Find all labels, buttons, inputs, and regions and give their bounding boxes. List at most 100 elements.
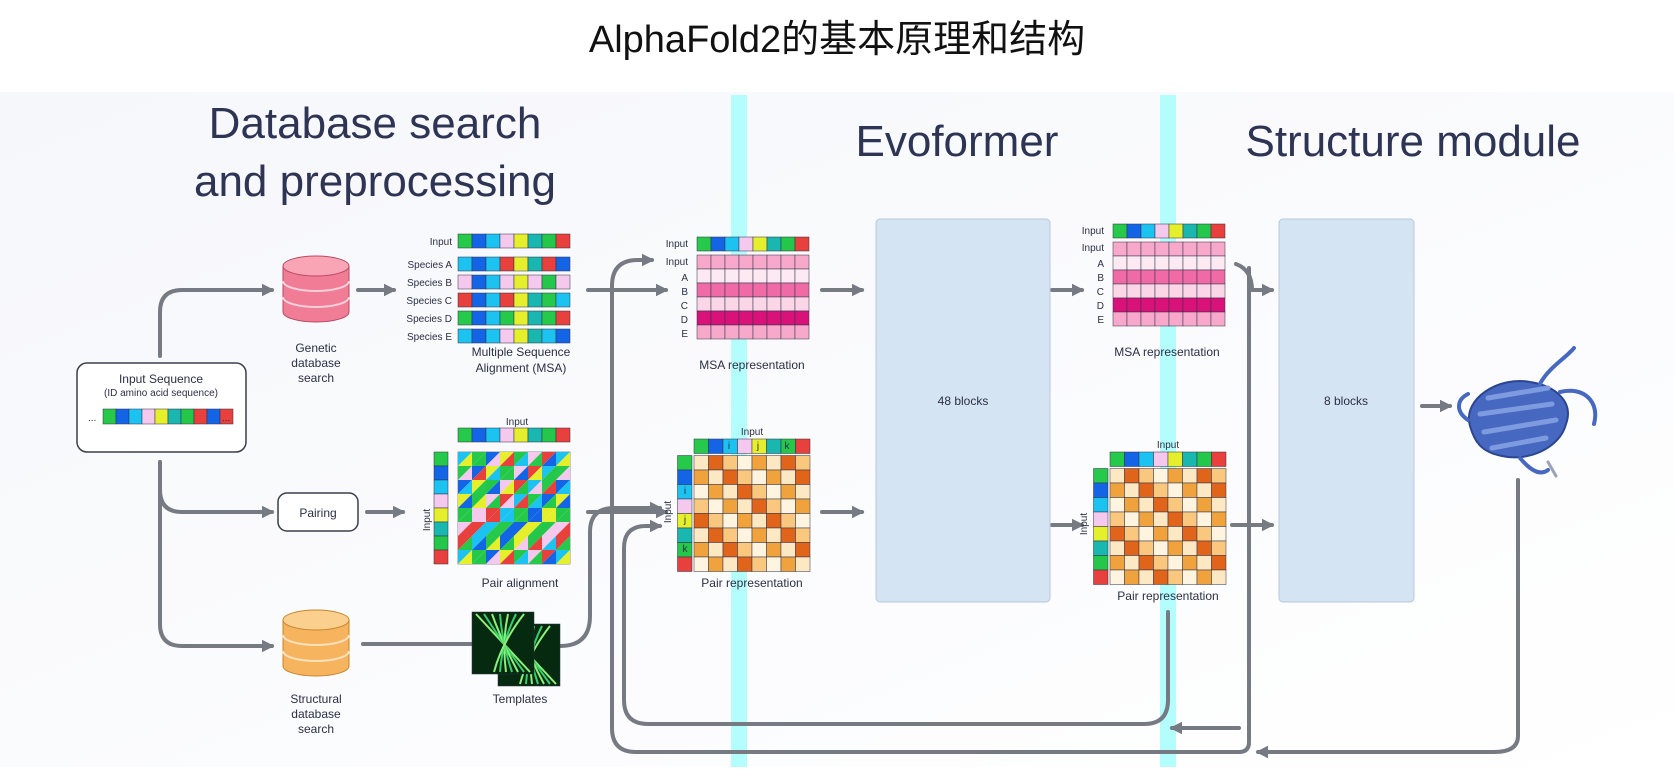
pair-repr-cell [1138, 482, 1154, 498]
pair-repr-cell [722, 527, 738, 543]
pair-repr-cell [1182, 468, 1198, 484]
pair-repr-cell [1211, 468, 1227, 484]
pair-repr-cell [1167, 482, 1183, 498]
pair-alignment-triangle [528, 452, 542, 466]
pair-repr-cell [1211, 569, 1227, 585]
structure-module-block [1278, 218, 1415, 603]
pair-alignment-triangle [486, 536, 500, 550]
pairing-box [277, 492, 359, 532]
pair-alignment-side-cell [433, 479, 449, 495]
msa-species-cell [527, 274, 543, 290]
msa-repr-cell [724, 254, 740, 270]
pair-repr-cell [737, 513, 753, 529]
pair-alignment-triangle [514, 508, 528, 522]
pair-repr-cell [795, 513, 811, 529]
pair-alignment-triangle [472, 466, 486, 480]
pair-alignment-triangle [556, 452, 570, 466]
msa-repr-input-cell [738, 236, 754, 252]
msa-species-cell [485, 256, 501, 272]
msa-repr-caption-2: MSA representation [1114, 345, 1219, 359]
msa-species-cell [513, 274, 529, 290]
msa-repr-cell [1210, 269, 1226, 285]
msa-repr-cell [1112, 269, 1128, 285]
pair-repr-cell [751, 527, 767, 543]
pair-alignment-triangle [528, 494, 542, 508]
msa-repr2-input-label-2: Input [1082, 243, 1104, 254]
pair-repr-top-cell [1109, 451, 1125, 467]
pair-repr-cell [708, 556, 724, 572]
pair-repr-cell [1167, 511, 1183, 527]
pair-repr-cell [708, 527, 724, 543]
msa-repr-input-cell [752, 236, 768, 252]
pair-repr-cell [693, 542, 709, 558]
pair-alignment-triangle [486, 466, 500, 480]
pair-repr-top-cell [1124, 451, 1140, 467]
pair-repr-cell [1196, 526, 1212, 542]
msa-repr-cell [1126, 297, 1142, 313]
pair-repr-cell [1211, 555, 1227, 571]
pair-repr-cell [1211, 511, 1227, 527]
msa-repr-cell [794, 310, 810, 326]
msa-repr-cell [1210, 297, 1226, 313]
pair-alignment-top-cell [485, 427, 501, 443]
msa-species-cell [485, 274, 501, 290]
msa-repr-input-cell [794, 236, 810, 252]
section-title-evoformer: Evoformer [856, 117, 1059, 166]
pair-alignment-triangle [500, 536, 514, 550]
pair-repr-side-cell [1093, 511, 1109, 527]
pair-alignment-top-cell [527, 427, 543, 443]
input-sequence-label: Input Sequence [119, 372, 203, 386]
pair-repr-cell [1182, 526, 1198, 542]
pair-alignment-triangle [528, 466, 542, 480]
msa-repr-cell [1140, 255, 1156, 271]
msa-repr-cell [766, 282, 782, 298]
pair-alignment-triangle [458, 480, 472, 494]
msa-repr-cell [710, 310, 726, 326]
pair-repr-cell [708, 542, 724, 558]
pair-repr-cell [1153, 497, 1169, 513]
msa-input-label: Input [430, 237, 452, 248]
pair-repr-side-cell [677, 527, 693, 543]
sequence-cell [193, 408, 208, 425]
msa-species-cell [541, 292, 557, 308]
msa-repr-cell [1168, 297, 1184, 313]
pair-repr-cell [1138, 569, 1154, 585]
pair-alignment-triangle [472, 550, 486, 564]
pair-repr-cell [1196, 468, 1212, 484]
msa-repr-cell [1112, 283, 1128, 299]
pair-alignment-triangle [556, 550, 570, 564]
msa-repr2-row-b: B [1097, 273, 1104, 284]
pair-repr-cell [780, 484, 796, 500]
msa-species-cell [485, 328, 501, 344]
pair-repr-cell [1196, 497, 1212, 513]
msa-repr-row-c: C [681, 301, 688, 312]
pair-repr-cell [693, 469, 709, 485]
msa-species-cell [499, 292, 515, 308]
msa-repr-cell [1168, 241, 1184, 257]
pair-alignment-triangle [500, 508, 514, 522]
pair-repr-cell [795, 498, 811, 514]
msa-species-c: Species C [406, 296, 452, 307]
pair-alignment-triangle [556, 508, 570, 522]
pair-repr-cell [1138, 555, 1154, 571]
pair-alignment-side-cell [433, 493, 449, 509]
pair-repr-cell [1182, 497, 1198, 513]
msa-repr-cell [1126, 255, 1142, 271]
msa-repr-cell [1168, 283, 1184, 299]
pair-repr-top-cell [693, 438, 709, 454]
pair-repr-cell [1167, 526, 1183, 542]
msa-repr-cell [1112, 311, 1128, 327]
pair-repr-side-cell [1093, 540, 1109, 556]
pair-repr-cell [737, 556, 753, 572]
msa-repr-cell [710, 324, 726, 340]
msa-repr-cell [1140, 311, 1156, 327]
pair-alignment-triangle [514, 494, 528, 508]
pair-repr-cell [1196, 569, 1212, 585]
msa-species-cell [555, 292, 571, 308]
msa-input-cell [527, 233, 543, 249]
msa-repr-cell [794, 296, 810, 312]
pair-repr-cell [693, 455, 709, 471]
msa-repr-cell [766, 254, 782, 270]
msa-repr2-input-label-1: Input [1082, 226, 1104, 237]
pair-alignment-triangle [500, 522, 514, 536]
